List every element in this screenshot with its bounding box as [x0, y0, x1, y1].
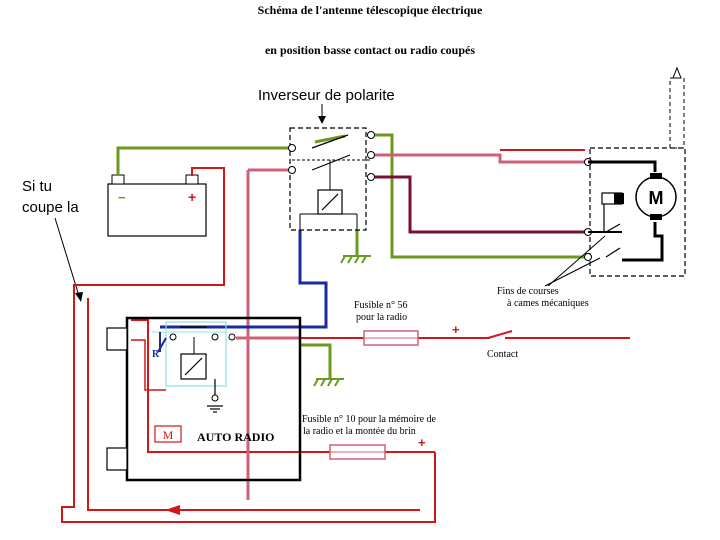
fuse-56: Fusible n° 56 pour la radio +	[354, 300, 460, 346]
battery-plus-label: +	[188, 189, 196, 205]
maroon-wire	[375, 175, 585, 234]
fuse-10: Fusible n° 10 pour la mémoire de la radi…	[302, 414, 437, 460]
fins-de-courses-pointer-1	[544, 257, 601, 287]
red-wires	[61, 149, 630, 523]
fins-de-courses-line-1: Fins de courses	[497, 286, 559, 297]
fuse-56-plus: +	[452, 322, 460, 337]
fuse-56-label-1: Fusible n° 56	[354, 300, 407, 311]
polarity-inverter	[288, 127, 375, 231]
title-line-1: Schéma de l'antenne télescopique électri…	[258, 3, 483, 17]
radio-m-box	[154, 425, 182, 443]
fuse-10-plus: +	[418, 435, 426, 450]
contact-switch: Contact	[487, 330, 518, 360]
contact-label: Contact	[487, 349, 518, 360]
blue-wire	[160, 230, 328, 329]
motor-label: M	[649, 188, 664, 208]
fuse-56-label-2: pour la radio	[356, 312, 407, 323]
current-arrow	[165, 505, 180, 515]
radio-r-label: R	[152, 349, 160, 360]
fuse-10-label-1: Fusible n° 10 pour la mémoire de	[302, 414, 437, 425]
battery: − +	[107, 174, 207, 237]
ground-symbol-radio	[313, 378, 344, 387]
ground-symbol-inverter	[340, 255, 371, 264]
si-tu-label-line-1: Si tu	[22, 178, 52, 195]
battery-minus-label: −	[118, 190, 126, 205]
si-tu-label-line-2: coupe la	[22, 199, 79, 216]
radio-m-label: M	[163, 428, 174, 442]
si-tu-pointer-head	[75, 292, 83, 302]
fins-de-courses-pointer-2	[547, 235, 606, 287]
inverseur-pointer-head	[318, 116, 326, 124]
antenna-motor-unit: M	[584, 66, 686, 277]
title-line-2: en position basse contact ou radio coupé…	[265, 43, 475, 57]
pink-wires	[236, 153, 585, 500]
si-tu-pointer	[54, 217, 80, 297]
inverseur-label: Inverseur de polarite	[258, 87, 395, 104]
radio-title: AUTO RADIO	[197, 430, 274, 444]
fins-de-courses-line-2: à cames mécaniques	[507, 298, 589, 309]
green-wires	[116, 133, 585, 378]
fuse-10-label-2: la radio et la montée du brin	[303, 426, 416, 437]
auto-radio: R M AUTO RADIO	[106, 316, 302, 482]
